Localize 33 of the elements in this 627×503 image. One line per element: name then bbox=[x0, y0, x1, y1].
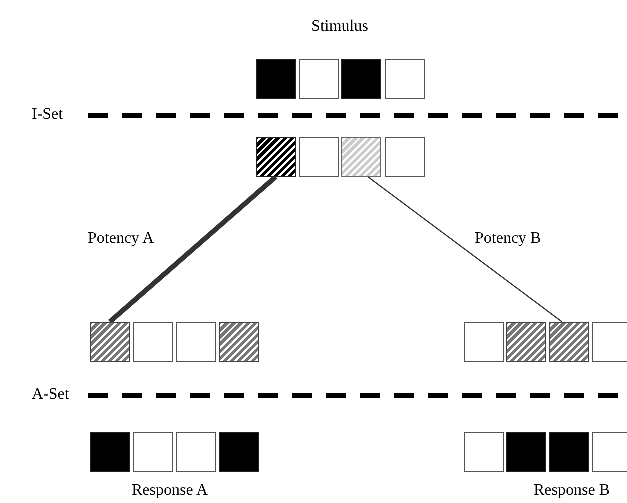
empty-square bbox=[592, 432, 627, 472]
empty-square bbox=[299, 59, 339, 99]
connector-line bbox=[108, 175, 278, 324]
empty-square bbox=[133, 322, 173, 362]
filled-square bbox=[256, 59, 296, 99]
hatched-square bbox=[549, 322, 589, 362]
filled-square bbox=[341, 59, 381, 99]
row-caption: Response B bbox=[534, 482, 610, 500]
set-label: A-Set bbox=[32, 386, 70, 404]
empty-square bbox=[385, 59, 425, 99]
empty-square bbox=[133, 432, 173, 472]
filled-square bbox=[506, 432, 546, 472]
edge-label: Potency A bbox=[88, 230, 154, 248]
row-caption: Response A bbox=[132, 482, 208, 500]
hatched-square bbox=[341, 137, 381, 177]
hatched-square bbox=[219, 322, 259, 362]
row-caption: Stimulus bbox=[312, 18, 368, 36]
empty-square bbox=[592, 322, 627, 362]
empty-square bbox=[176, 322, 216, 362]
empty-square bbox=[385, 137, 425, 177]
filled-square bbox=[90, 432, 130, 472]
set-label: I-Set bbox=[32, 106, 64, 124]
empty-square bbox=[464, 432, 504, 472]
empty-square bbox=[176, 432, 216, 472]
hatched-square bbox=[256, 137, 296, 177]
empty-square bbox=[299, 137, 339, 177]
connector-line bbox=[368, 176, 563, 322]
edge-label: Potency B bbox=[475, 230, 542, 248]
hatched-square bbox=[506, 322, 546, 362]
filled-square bbox=[549, 432, 589, 472]
empty-square bbox=[464, 322, 504, 362]
filled-square bbox=[219, 432, 259, 472]
hatched-square bbox=[90, 322, 130, 362]
